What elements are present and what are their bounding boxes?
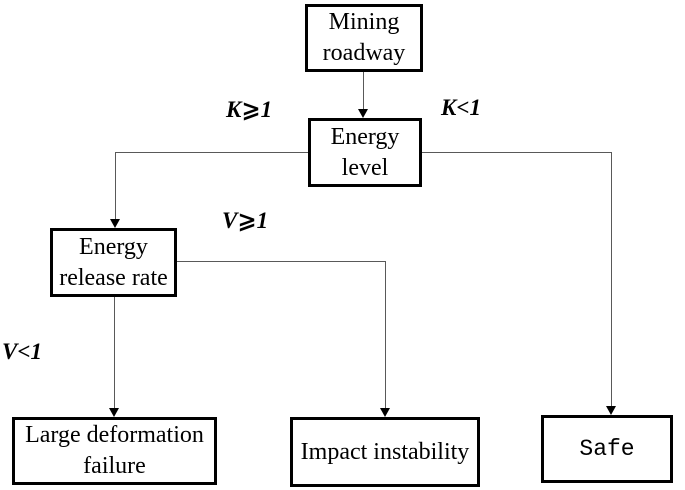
connector-k-ge-1-horizontal [115,152,308,153]
connector-v-ge-1-horizontal [177,261,385,262]
connector-v-lt-1-vertical [114,297,115,408]
connector-v-ge-1-vertical [385,261,386,408]
arrowhead-energy-release-rate [110,219,120,228]
arrowhead-safe [606,406,616,415]
edge-label-k-lt-1: K<1 [441,95,481,120]
edge-label-k-ge-1: K⩾1 [226,97,273,122]
edge-label-v-lt-1: V<1 [2,339,42,364]
arrowhead-energy-level [358,109,368,118]
connector-k-lt-1-horizontal [422,152,611,153]
node-large-deformation-failure: Large deformation failure [12,417,217,485]
connector-k-lt-1-vertical [611,152,612,406]
node-energy-level: Energy level [308,118,422,187]
node-energy-release-rate: Energy release rate [50,228,177,297]
arrowhead-impact-instability [380,408,390,417]
connector-k-ge-1-vertical [115,152,116,219]
node-impact-instability: Impact instability [290,417,480,487]
arrowhead-large-deformation-failure [109,408,119,417]
node-mining-roadway: Mining roadway [305,4,423,72]
connector-mining-to-energy-level [363,72,364,109]
edge-label-v-ge-1: V⩾1 [222,208,269,233]
node-safe: Safe [541,415,673,483]
